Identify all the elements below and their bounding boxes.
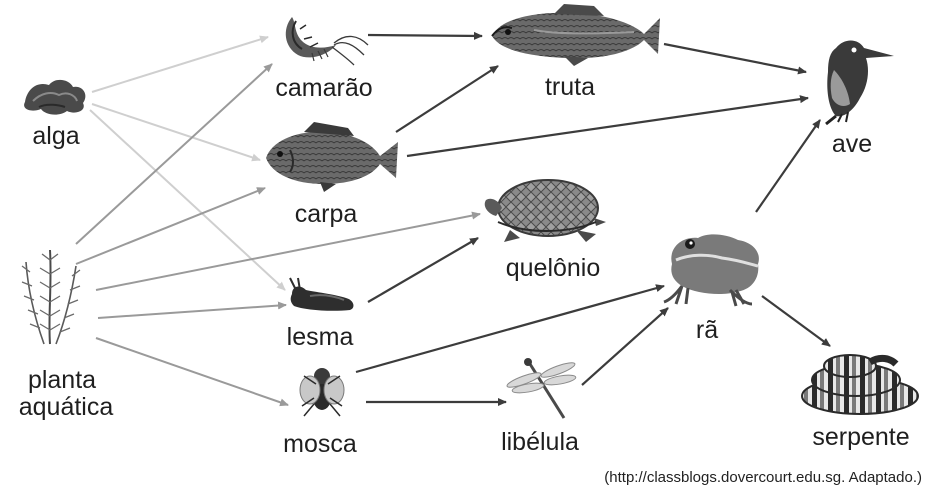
- quelonio-icon: [484, 180, 606, 242]
- ra-icon: [664, 234, 759, 306]
- label-camarao: camarão: [275, 74, 372, 102]
- label-ra: rã: [696, 316, 718, 344]
- arrow-alga-carpa: [91, 103, 261, 162]
- label-planta-aquatica-line1: planta: [28, 366, 96, 394]
- organism-labels: alga camarão truta ave carpa quelônio le…: [19, 73, 910, 458]
- mosca-icon: [300, 368, 344, 416]
- libelula-icon: [506, 358, 577, 418]
- arrow-planta-lesma: [97, 301, 287, 319]
- arrow-mosca-ra: [355, 284, 665, 374]
- arrow-planta-quelonio: [95, 211, 481, 291]
- label-libelula: libélula: [501, 428, 579, 456]
- arrows-from-planta: [75, 63, 481, 407]
- arrow-carpa-ave: [406, 95, 809, 158]
- arrows-from-alga: [89, 35, 286, 291]
- arrow-planta-carpa: [75, 187, 266, 265]
- arrows-consumers: [355, 31, 831, 406]
- arrow-carpa-truta: [395, 65, 499, 133]
- label-lesma: lesma: [287, 323, 354, 351]
- label-mosca: mosca: [283, 430, 357, 458]
- carpa-icon: [266, 122, 398, 192]
- arrow-ra-ave: [755, 119, 821, 213]
- arrow-alga-camarao: [91, 35, 269, 93]
- arrow-libelula-ra: [581, 307, 669, 386]
- arrow-planta-mosca: [95, 337, 289, 407]
- serpente-icon: [802, 355, 918, 414]
- arrow-planta-camarao: [75, 63, 273, 245]
- arrow-truta-ave: [663, 42, 807, 75]
- label-serpente: serpente: [812, 423, 909, 451]
- alga-icon: [24, 79, 86, 115]
- truta-icon: [492, 4, 660, 66]
- arrow-alga-lesma: [89, 109, 286, 291]
- label-quelonio: quelônio: [506, 254, 601, 282]
- label-ave: ave: [832, 130, 872, 158]
- ave-icon: [826, 40, 894, 125]
- lesma-icon: [290, 278, 354, 311]
- label-planta-aquatica-line2: aquática: [19, 393, 114, 421]
- label-carpa: carpa: [295, 200, 358, 228]
- arrow-lesma-quelonio: [367, 237, 479, 303]
- label-truta: truta: [545, 73, 595, 101]
- source-citation: (http://classblogs.dovercourt.edu.sg. Ad…: [604, 469, 922, 486]
- arrow-camarao-truta: [367, 31, 483, 40]
- label-alga: alga: [32, 122, 79, 150]
- camarao-icon: [285, 17, 368, 65]
- planta-aquatica-icon: [22, 250, 80, 344]
- arrow-ra-serpente: [761, 295, 831, 347]
